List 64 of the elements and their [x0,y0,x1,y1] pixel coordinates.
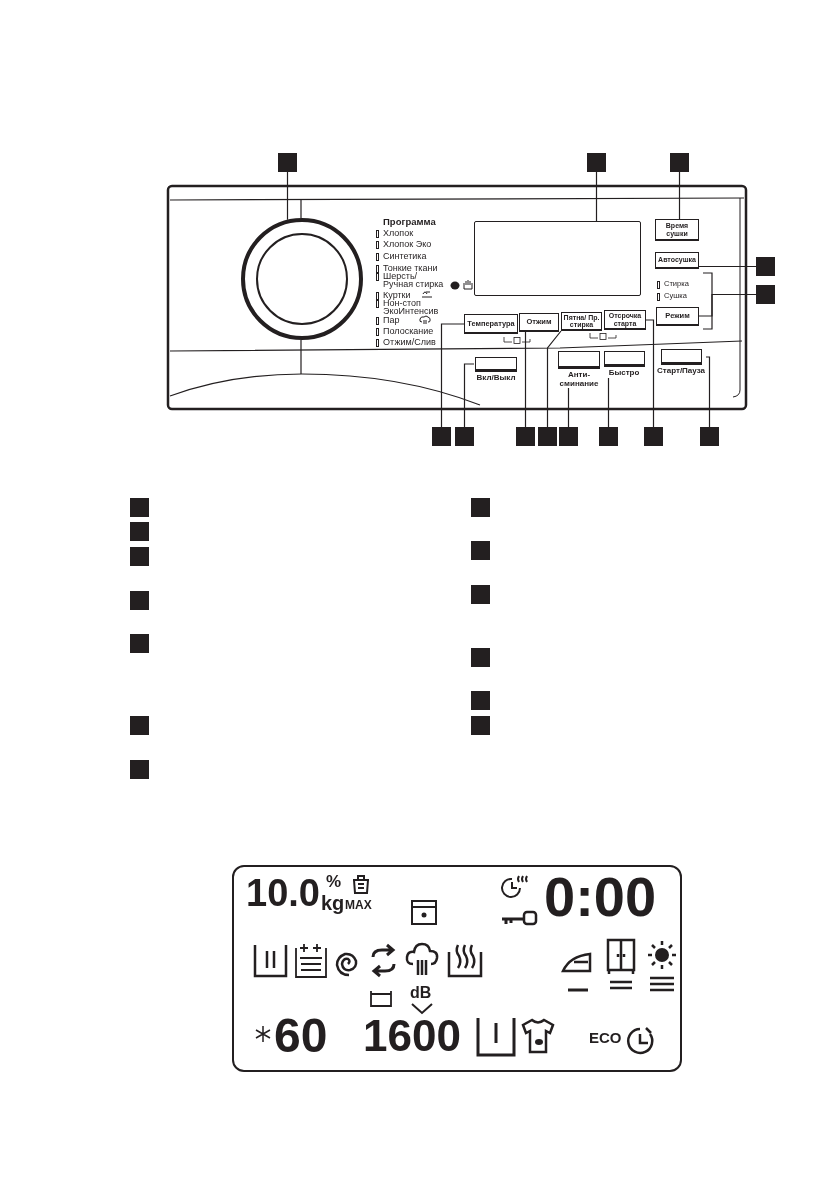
display-readout: 1600 [363,1014,461,1058]
display-readout: ECO [589,1030,622,1045]
leader-line [286,171,289,221]
callout-marker [756,285,775,304]
callout-marker [130,760,149,779]
callout-marker [559,427,578,446]
callout-marker [130,591,149,610]
leader-line [705,356,711,428]
callout-marker [471,498,490,517]
display-readout: 0:00 [544,869,657,925]
button-label: Быстро [608,369,640,378]
callout-marker [471,648,490,667]
display-readout: MAX [345,899,372,911]
display-readout: 60 [274,1012,328,1060]
leader-line [595,171,598,222]
leader-line [698,293,757,317]
callout-marker [130,498,149,517]
indicator-label: Программа [383,217,436,227]
indicator-label: Хлопок Эко [383,240,432,249]
callout-marker [471,716,490,735]
button-label: Вкл/Выкл [476,374,516,383]
indicator-label: Отжим/Слив [383,338,436,347]
callout-marker [278,153,297,172]
leader-line [524,331,527,428]
display-readout: dB [410,985,432,1001]
callout-marker [471,691,490,710]
indicator-label: Полоскание [383,327,434,336]
callout-marker [516,427,535,446]
callout-marker [455,427,474,446]
callout-marker [538,427,557,446]
indicator-label: Хлопок [383,229,414,238]
indicator-label: Синтетика [383,252,427,261]
leader-line [567,387,570,428]
display-window [474,221,641,296]
callout-marker [756,257,775,276]
callout-marker [599,427,618,446]
leader-line [546,330,562,428]
display-readout: kg [321,893,345,913]
callout-marker [130,716,149,735]
callout-marker [587,153,606,172]
button-label: Анти-сминание [558,371,600,389]
callout-marker [130,634,149,653]
callout-marker [471,541,490,560]
callout-marker [670,153,689,172]
indicator-label: Пар [383,316,400,325]
leader-line [607,377,610,428]
display-readout: % [326,873,342,890]
button-label: Старт/Пауза [657,367,705,376]
leader-line [463,363,475,428]
callout-marker [471,585,490,604]
display-readout: 10.0 [246,874,320,912]
indicator-label: Куртки [383,291,411,300]
callout-marker [700,427,719,446]
callout-marker [432,427,451,446]
indicator-label: Нон-стоп ЭкоИнтенсив [383,299,440,316]
callout-marker [130,547,149,566]
indicator-label: Шерсть/ Ручная стирка [383,272,445,289]
indicator-label: Тонкие ткани [383,264,438,273]
leader-line [440,323,465,428]
leader-line [698,265,757,268]
leader-line [678,171,681,220]
callout-marker [644,427,663,446]
callout-marker [130,522,149,541]
leader-line [645,319,655,428]
